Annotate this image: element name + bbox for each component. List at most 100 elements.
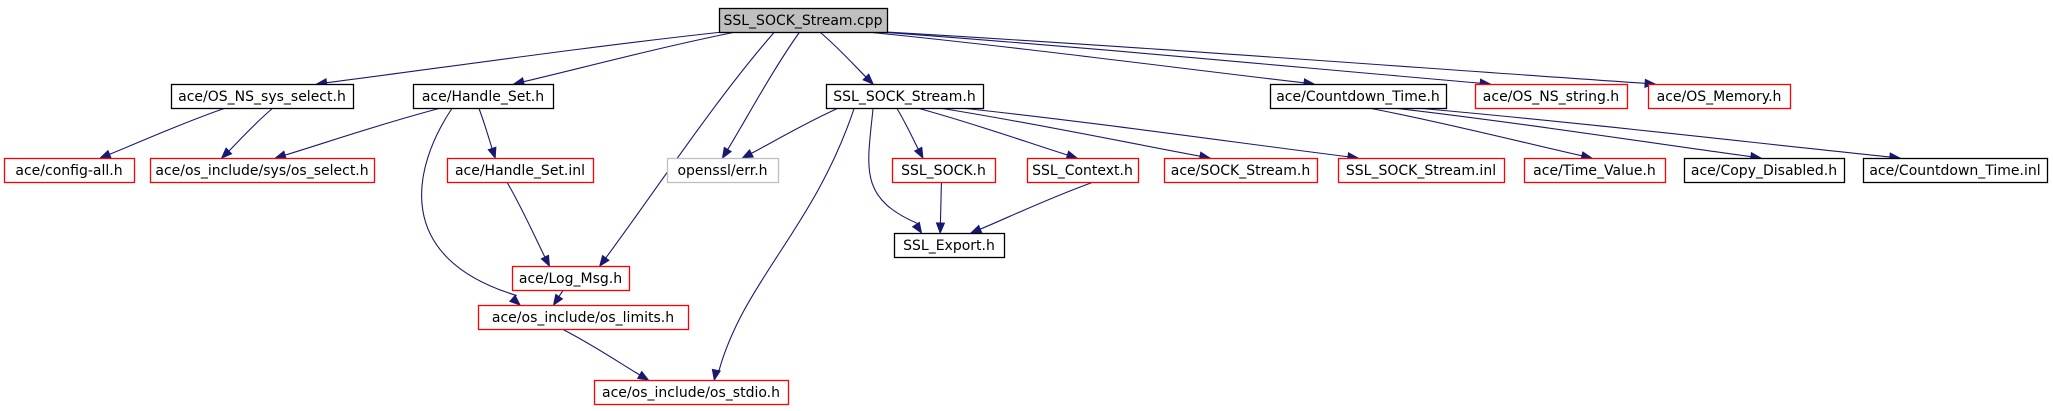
- node-label: SSL_SOCK.h: [901, 163, 986, 179]
- node-log-msg[interactable]: ace/Log_Msg.h: [511, 265, 631, 292]
- edge-line: [605, 31, 775, 259]
- node-os-ns-sys-select[interactable]: ace/OS_NS_sys_select.h: [170, 83, 355, 110]
- edge-line: [421, 107, 517, 297]
- node-time-value[interactable]: ace/Time_Value.h: [1523, 157, 1667, 184]
- edge-line: [939, 181, 942, 224]
- node-box: [1647, 83, 1792, 110]
- node-box: [446, 157, 595, 184]
- node-label: ace/SOCK_Stream.h: [1171, 163, 1310, 179]
- edge-line: [561, 328, 640, 376]
- nodes-layer: SSL_SOCK_Stream.cpp ace/OS_NS_sys_select.…: [3, 7, 2049, 406]
- edge-line: [109, 107, 226, 155]
- edge-line: [1368, 107, 1583, 157]
- edge-root-to-openssl_err: [721, 31, 801, 160]
- node-box: [3, 157, 136, 184]
- node-box: [666, 157, 780, 184]
- node-os-memory[interactable]: ace/OS_Memory.h: [1647, 83, 1792, 110]
- edge-root-to-log_msg: [598, 31, 775, 268]
- edge-countdown_time-to-copy_disabled: [1393, 107, 1763, 162]
- node-os-ns-string[interactable]: ace/OS_NS_string.h: [1474, 83, 1629, 110]
- edge-line: [819, 31, 867, 78]
- edge-ssl_sock_stream_h-to-ssl_sock_stream_inl: [960, 107, 1360, 162]
- edge-line: [1416, 107, 1890, 158]
- node-ssl-context[interactable]: SSL_Context.h: [1026, 157, 1140, 184]
- edge-arrowhead: [274, 150, 287, 160]
- node-label: ace/Log_Msg.h: [519, 271, 622, 287]
- node-label: openssl/err.h: [677, 163, 767, 179]
- node-box: [149, 157, 376, 184]
- edge-line: [938, 107, 1201, 157]
- edge-log_msg-to-os_limits: [552, 289, 564, 307]
- edge-arrowhead: [508, 294, 522, 306]
- edge-line: [228, 107, 274, 152]
- edge-line: [880, 31, 1481, 84]
- node-label: ace/Handle_Set.inl: [455, 163, 585, 179]
- node-label: ace/Countdown_Time.h: [1276, 89, 1440, 105]
- node-sock-stream[interactable]: ace/SOCK_Stream.h: [1163, 157, 1319, 184]
- edge-os_ns_sys_select-to-os_select: [220, 107, 274, 159]
- node-ssl-sock[interactable]: SSL_SOCK.h: [891, 157, 997, 184]
- edge-root-to-countdown_time: [866, 31, 1316, 88]
- node-box: [893, 232, 1006, 259]
- node-label: SSL_SOCK_Stream.h: [833, 89, 975, 105]
- node-countdown-time[interactable]: ace/Countdown_Time.h: [1269, 83, 1448, 110]
- edge-ssl_sock_stream_h-to-ssl_export: [868, 107, 923, 235]
- node-label: ace/os_include/os_limits.h: [492, 310, 674, 326]
- edge-arrowhead: [913, 146, 924, 160]
- node-label: SSL_SOCK_Stream.cpp: [723, 13, 882, 29]
- edge-ssl_sock_stream_h-to-os_stdio: [711, 107, 855, 382]
- edge-arrowhead: [862, 73, 875, 85]
- edge-arrowhead: [911, 221, 923, 235]
- node-handle-set[interactable]: ace/Handle_Set.h: [412, 83, 555, 110]
- node-os-select[interactable]: ace/os_include/sys/os_select.h: [149, 157, 376, 184]
- edge-arrowhead: [220, 147, 233, 159]
- edge-arrowhead: [969, 224, 983, 234]
- edge-line: [478, 107, 493, 149]
- edge-arrowhead: [552, 293, 564, 307]
- node-handle-set-inl[interactable]: ace/Handle_Set.inl: [446, 157, 595, 184]
- node-ssl-export[interactable]: SSL_Export.h: [893, 232, 1006, 259]
- node-box: [1026, 157, 1140, 184]
- edge-arrowhead: [741, 148, 754, 159]
- edge-line: [1393, 107, 1751, 158]
- node-label: ace/os_include/sys/os_select.h: [155, 163, 368, 179]
- node-os-limits[interactable]: ace/os_include/os_limits.h: [477, 304, 690, 331]
- edge-line: [885, 31, 1646, 84]
- node-label: SSL_SOCK_Stream.inl: [1346, 163, 1496, 179]
- node-openssl-err[interactable]: openssl/err.h: [666, 157, 780, 184]
- edge-os_ns_sys_select-to-config_all: [98, 107, 226, 159]
- node-label: ace/Time_Value.h: [1533, 163, 1656, 179]
- node-root[interactable]: SSL_SOCK_Stream.cpp: [718, 7, 889, 34]
- node-ssl-sock-stream-inl[interactable]: SSL_SOCK_Stream.inl: [1337, 157, 1506, 184]
- edge-line: [718, 107, 855, 372]
- node-box: [891, 157, 997, 184]
- edge-ssl_context-to-ssl_export: [969, 181, 1094, 234]
- edge-handle_set_inl-to-log_msg: [506, 181, 551, 268]
- node-box: [1862, 157, 2049, 184]
- node-label: ace/Copy_Disabled.h: [1691, 163, 1837, 179]
- edge-os_limits-to-os_stdio: [561, 328, 650, 381]
- node-ssl-sock-stream-h[interactable]: SSL_SOCK_Stream.h: [825, 83, 985, 110]
- node-config-all[interactable]: ace/config-all.h: [3, 157, 136, 184]
- node-label: SSL_Context.h: [1032, 163, 1133, 179]
- edge-line: [916, 107, 1068, 156]
- node-os-stdio[interactable]: ace/os_include/os_stdio.h: [593, 379, 790, 406]
- edge-root-to-handle_set: [512, 31, 736, 87]
- edge-line: [284, 107, 442, 156]
- node-box: [718, 7, 889, 34]
- edge-countdown_time-to-time_value: [1368, 107, 1593, 161]
- edge-line: [523, 31, 736, 83]
- edge-line: [896, 107, 919, 150]
- node-label: ace/config-all.h: [15, 163, 122, 179]
- node-box: [170, 83, 355, 110]
- node-countdown-time-inl[interactable]: ace/Countdown_Time.inl: [1862, 157, 2049, 184]
- node-box: [1337, 157, 1506, 184]
- edge-ssl_sock_stream_h-to-sock_stream: [938, 107, 1212, 161]
- node-label: ace/OS_NS_sys_select.h: [178, 89, 346, 105]
- edge-line: [866, 31, 1305, 84]
- node-copy-disabled[interactable]: ace/Copy_Disabled.h: [1683, 157, 1846, 184]
- edge-root-to-os_ns_sys_select: [315, 31, 723, 88]
- node-box: [1163, 157, 1319, 184]
- edge-root-to-os_ns_string: [880, 31, 1492, 88]
